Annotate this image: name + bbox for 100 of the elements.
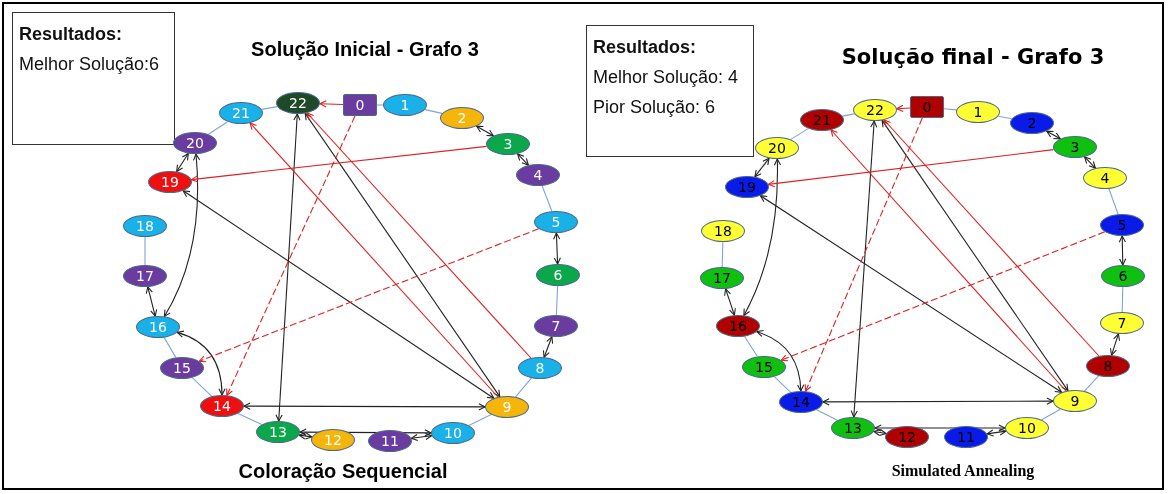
vertex-ellipse: 2	[1010, 112, 1054, 134]
vertex-square: 0	[343, 94, 377, 116]
connector-line	[261, 106, 278, 110]
results-box	[12, 12, 175, 145]
connector-line	[541, 185, 553, 212]
arrow	[724, 288, 736, 316]
arrow	[517, 153, 529, 166]
arrow	[304, 112, 501, 398]
arrow	[249, 122, 499, 398]
vertex-ellipse: 5	[1100, 214, 1144, 236]
vertex-ellipse: 4	[1083, 167, 1127, 189]
arrow	[226, 115, 356, 396]
vertex-ellipse: 21	[800, 109, 844, 131]
arrow	[1109, 333, 1121, 356]
arrow	[542, 336, 554, 358]
vertex-ellipse: 3	[1053, 136, 1097, 158]
arrow	[754, 157, 770, 178]
vertex-ellipse: 11	[944, 426, 988, 448]
vertex-ellipse: 22	[276, 92, 320, 114]
vertex-ellipse: 14	[200, 395, 244, 417]
connector-line	[842, 113, 855, 117]
arrow	[873, 428, 887, 437]
vertex-ellipse: 8	[518, 357, 562, 379]
graph-title: Solução final - Grafo 3	[841, 45, 1105, 69]
connector-line	[773, 376, 792, 393]
arrow	[767, 149, 1055, 188]
results-heading: Resultados:	[19, 23, 124, 46]
vertex-ellipse: 10	[1005, 417, 1049, 439]
connector-line	[555, 285, 559, 316]
vertex-ellipse: 17	[700, 267, 744, 289]
vertex-ellipse: 18	[123, 215, 167, 237]
vertex-ellipse: 19	[725, 176, 769, 198]
arrow	[986, 428, 1007, 437]
connector-line	[1121, 286, 1124, 313]
arrow	[190, 145, 488, 183]
arrow	[883, 119, 1100, 357]
arrow	[1084, 156, 1096, 169]
vertex-ellipse: 7	[534, 315, 578, 337]
graph-caption: Simulated Annealing	[891, 462, 1035, 480]
connector-line	[191, 377, 213, 397]
connector-line	[943, 108, 957, 111]
arrow	[163, 153, 201, 318]
vertex-ellipse: 1	[383, 94, 427, 116]
vertex-square: 0	[910, 96, 944, 118]
results-heading: Resultados:	[593, 36, 698, 59]
arrow	[780, 231, 1106, 362]
vertex-ellipse: 12	[311, 429, 355, 451]
vertex-ellipse: 12	[885, 426, 929, 448]
vertex-ellipse: 7	[1100, 312, 1144, 334]
arrow	[145, 286, 158, 317]
connector-line	[790, 128, 809, 140]
vertex-ellipse: 3	[486, 133, 530, 155]
connector-line	[816, 409, 838, 421]
arrow	[306, 112, 532, 359]
arrow	[881, 119, 1069, 392]
vertex-ellipse: 17	[123, 265, 167, 287]
arrow	[275, 113, 301, 422]
vertex-ellipse: 18	[701, 220, 745, 242]
connector-line	[468, 414, 492, 426]
arrow	[182, 190, 495, 399]
vertex-ellipse: 22	[853, 99, 897, 121]
connector-line	[1083, 375, 1100, 392]
arrow	[896, 104, 911, 112]
arrow	[743, 158, 781, 316]
arrow	[198, 228, 540, 363]
vertex-ellipse: 14	[779, 391, 823, 413]
arrow	[756, 330, 805, 392]
vertex-ellipse: 11	[368, 430, 412, 452]
vertex-ellipse: 1	[956, 101, 1000, 123]
connector-line	[721, 241, 724, 268]
arrow	[176, 152, 189, 173]
arrow	[553, 232, 561, 265]
vertex-ellipse: 6	[536, 264, 580, 286]
result-text: Melhor Solução:6	[19, 53, 161, 76]
graph-caption: Coloração Sequencial	[238, 460, 448, 483]
connector-line	[424, 109, 443, 114]
arrow	[410, 432, 433, 442]
connector-line	[207, 121, 229, 135]
vertex-ellipse: 10	[431, 422, 475, 444]
connector-line	[376, 104, 384, 106]
vertex-ellipse: 13	[831, 417, 875, 439]
arrow	[476, 125, 494, 137]
arrow	[804, 117, 923, 392]
vertex-ellipse: 9	[485, 396, 529, 418]
vertex-ellipse: 15	[742, 356, 786, 378]
connector-line	[1108, 188, 1119, 215]
arrow	[822, 397, 1054, 406]
arrow	[176, 330, 226, 396]
vertex-ellipse: 20	[173, 132, 217, 154]
arrow	[850, 120, 878, 418]
vertex-ellipse: 8	[1086, 355, 1130, 377]
vertex-ellipse: 15	[160, 357, 204, 379]
vertex-ellipse: 2	[440, 107, 484, 129]
connector-line	[144, 236, 146, 266]
arrow	[1046, 130, 1061, 140]
vertex-ellipse: 9	[1053, 390, 1097, 412]
vertex-ellipse: 21	[219, 102, 263, 124]
result-text: Melhor Solução: 4	[593, 66, 740, 89]
arrow	[830, 129, 1067, 392]
connector-line	[515, 377, 532, 398]
